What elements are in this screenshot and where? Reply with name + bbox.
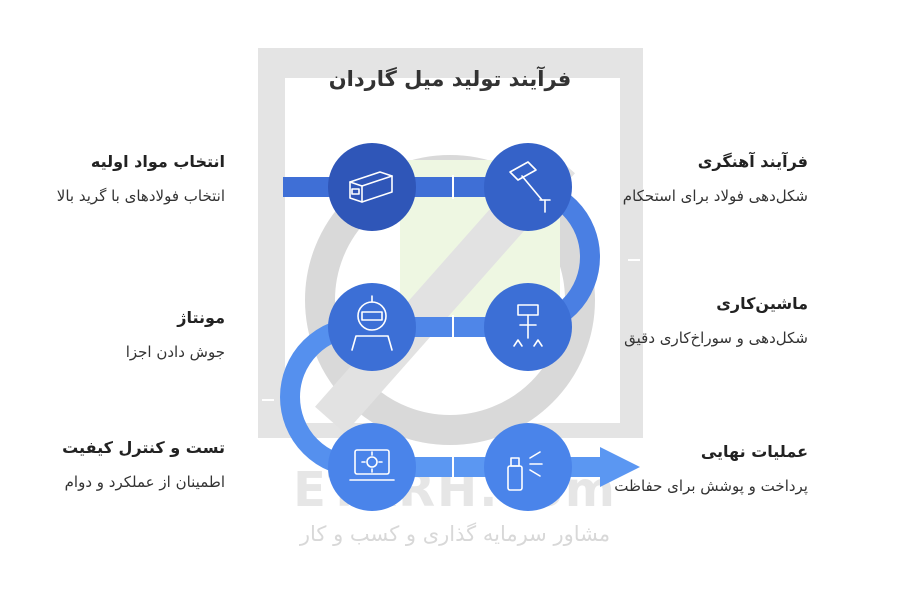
welder-icon — [351, 295, 393, 351]
step-circle-finishing — [484, 423, 572, 511]
step-title: انتخاب مواد اولیه — [90, 152, 225, 171]
steel-bar-icon — [349, 171, 393, 203]
drill-icon — [513, 304, 543, 347]
diagram-title: فرآیند تولید میل گاردان — [328, 67, 572, 91]
step-title: مونتاژ — [177, 308, 225, 327]
step-assembly: مونتاژ جوش دادن اجزا — [15, 308, 225, 363]
step-title: ماشین‌کاری — [716, 294, 808, 313]
step-title: تست و کنترل کیفیت — [62, 438, 225, 457]
step-circle-material — [328, 143, 416, 231]
step-finishing: عملیات نهایی پرداخت و پوشش برای حفاظت — [598, 442, 808, 497]
step-circle-forging — [484, 143, 572, 231]
step-title: فرآیند آهنگری — [697, 152, 808, 171]
flow-arrowhead — [600, 447, 640, 487]
step-circle-assembly — [328, 283, 416, 371]
laptop-gear-icon — [349, 449, 395, 481]
step-title: عملیات نهایی — [700, 442, 808, 461]
step-description: جوش دادن اجزا — [125, 343, 225, 361]
step-material: انتخاب مواد اولیه انتخاب فولادهای با گری… — [15, 152, 225, 207]
step-description: شکل‌دهی و سوراخ‌کاری دقیق — [624, 329, 808, 347]
hammer-nail-icon — [509, 161, 551, 213]
step-description: اطمینان از عملکرد و دوام — [64, 473, 225, 491]
step-testing: تست و کنترل کیفیت اطمینان از عملکرد و دو… — [15, 438, 225, 493]
step-description: شکل‌دهی فولاد برای استحکام — [622, 187, 808, 205]
spray-can-icon — [507, 451, 543, 491]
watermark-tagline: مشاور سرمایه گذاری و کسب و کار — [299, 522, 611, 546]
step-description: پرداخت و پوشش برای حفاظت — [614, 477, 808, 495]
step-description: انتخاب فولادهای با گرید بالا — [56, 187, 225, 205]
step-machining: ماشین‌کاری شکل‌دهی و سوراخ‌کاری دقیق — [598, 294, 808, 349]
step-forging: فرآیند آهنگری شکل‌دهی فولاد برای استحکام — [598, 152, 808, 207]
